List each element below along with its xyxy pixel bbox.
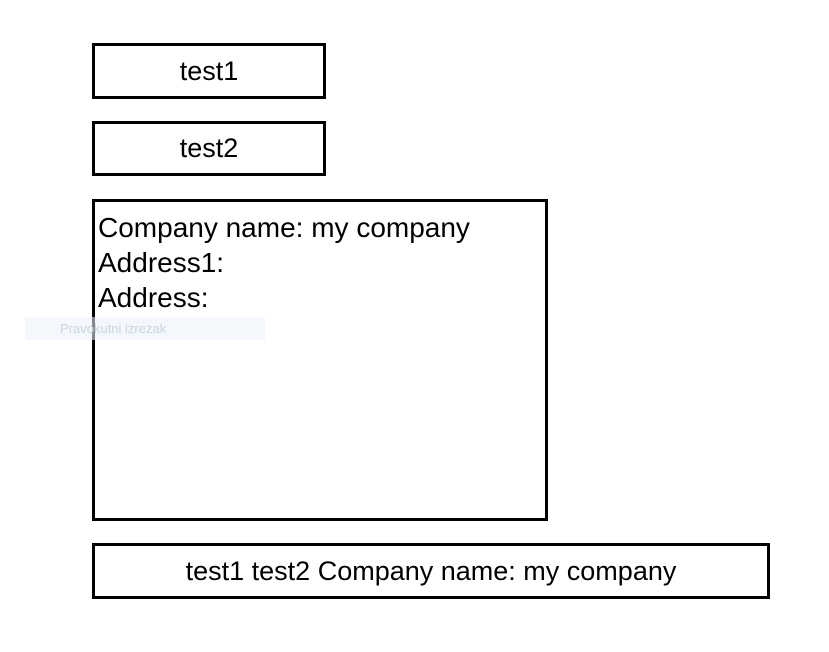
company-name-line: Company name: my company: [98, 212, 470, 243]
test1-field-value: test1: [179, 55, 239, 86]
address-line: Address:: [98, 282, 209, 313]
test2-field[interactable]: test2: [92, 121, 326, 176]
test1-field[interactable]: test1: [92, 43, 326, 99]
address1-line: Address1:: [98, 247, 225, 278]
snipping-tool-hint[interactable]: Pravokutni izrezak: [25, 317, 265, 340]
combined-output-value: test1 test2 Company name: my company: [185, 555, 677, 586]
snipping-tool-hint-label: Pravokutni izrezak: [60, 321, 167, 336]
test2-field-value: test2: [179, 133, 239, 163]
combined-output-field[interactable]: test1 test2 Company name: my company: [92, 543, 770, 599]
company-info-panel: Company name: my company Address1: Addre…: [92, 199, 548, 521]
